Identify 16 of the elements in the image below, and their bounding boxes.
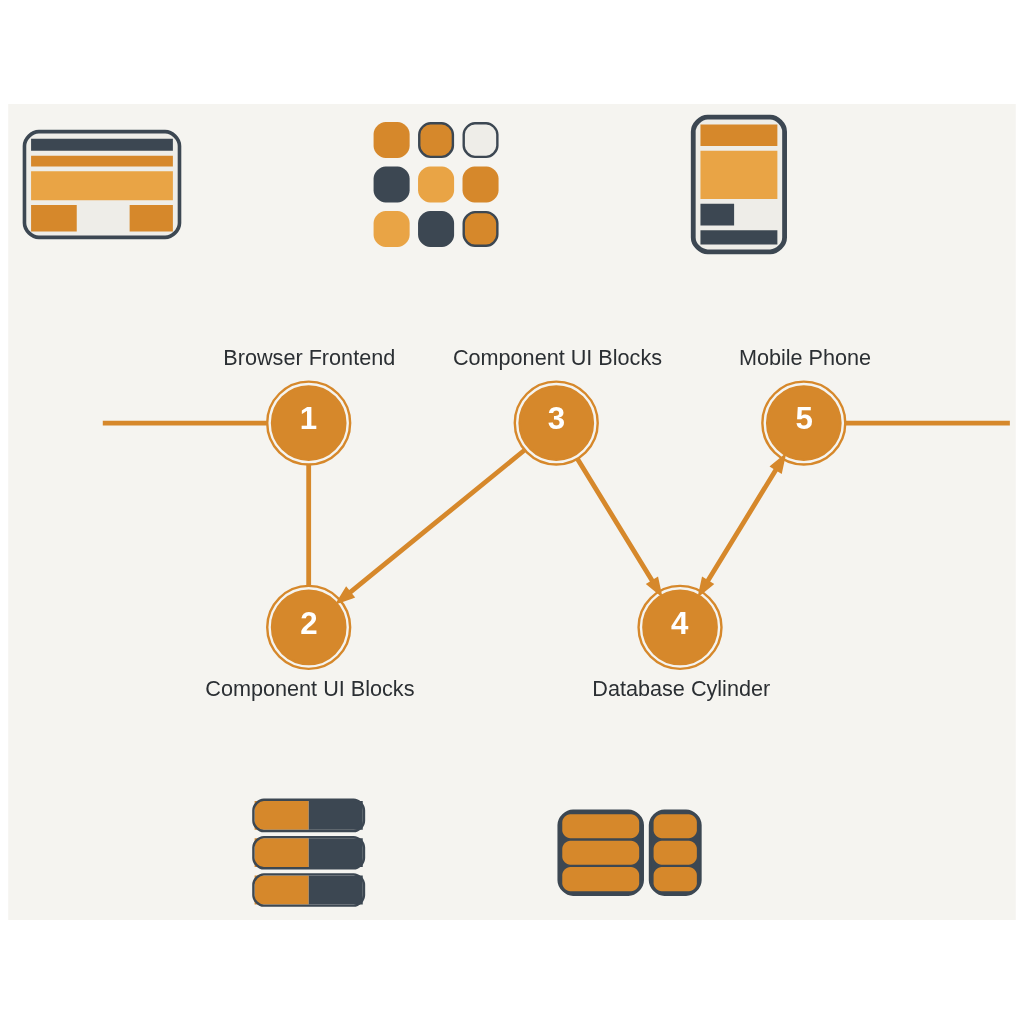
connector bbox=[306, 464, 312, 586]
node-label: Database Cylinder bbox=[592, 676, 771, 702]
node-circle: 5 bbox=[761, 380, 847, 466]
node-label: Mobile Phone bbox=[738, 344, 872, 370]
node-label: Browser Frontend bbox=[223, 344, 396, 370]
arrow bbox=[334, 448, 526, 605]
arrow bbox=[697, 452, 787, 598]
node-circle: 3 bbox=[513, 380, 599, 466]
connector bbox=[845, 420, 1010, 426]
node-circle: 4 bbox=[637, 584, 723, 671]
node-label: Component UI Blocks bbox=[205, 676, 415, 702]
node-label: Component UI Blocks bbox=[452, 344, 663, 370]
node-circle: 1 bbox=[266, 380, 352, 466]
node-circle: 2 bbox=[266, 584, 352, 671]
connector bbox=[102, 420, 267, 426]
arrow bbox=[575, 457, 663, 598]
